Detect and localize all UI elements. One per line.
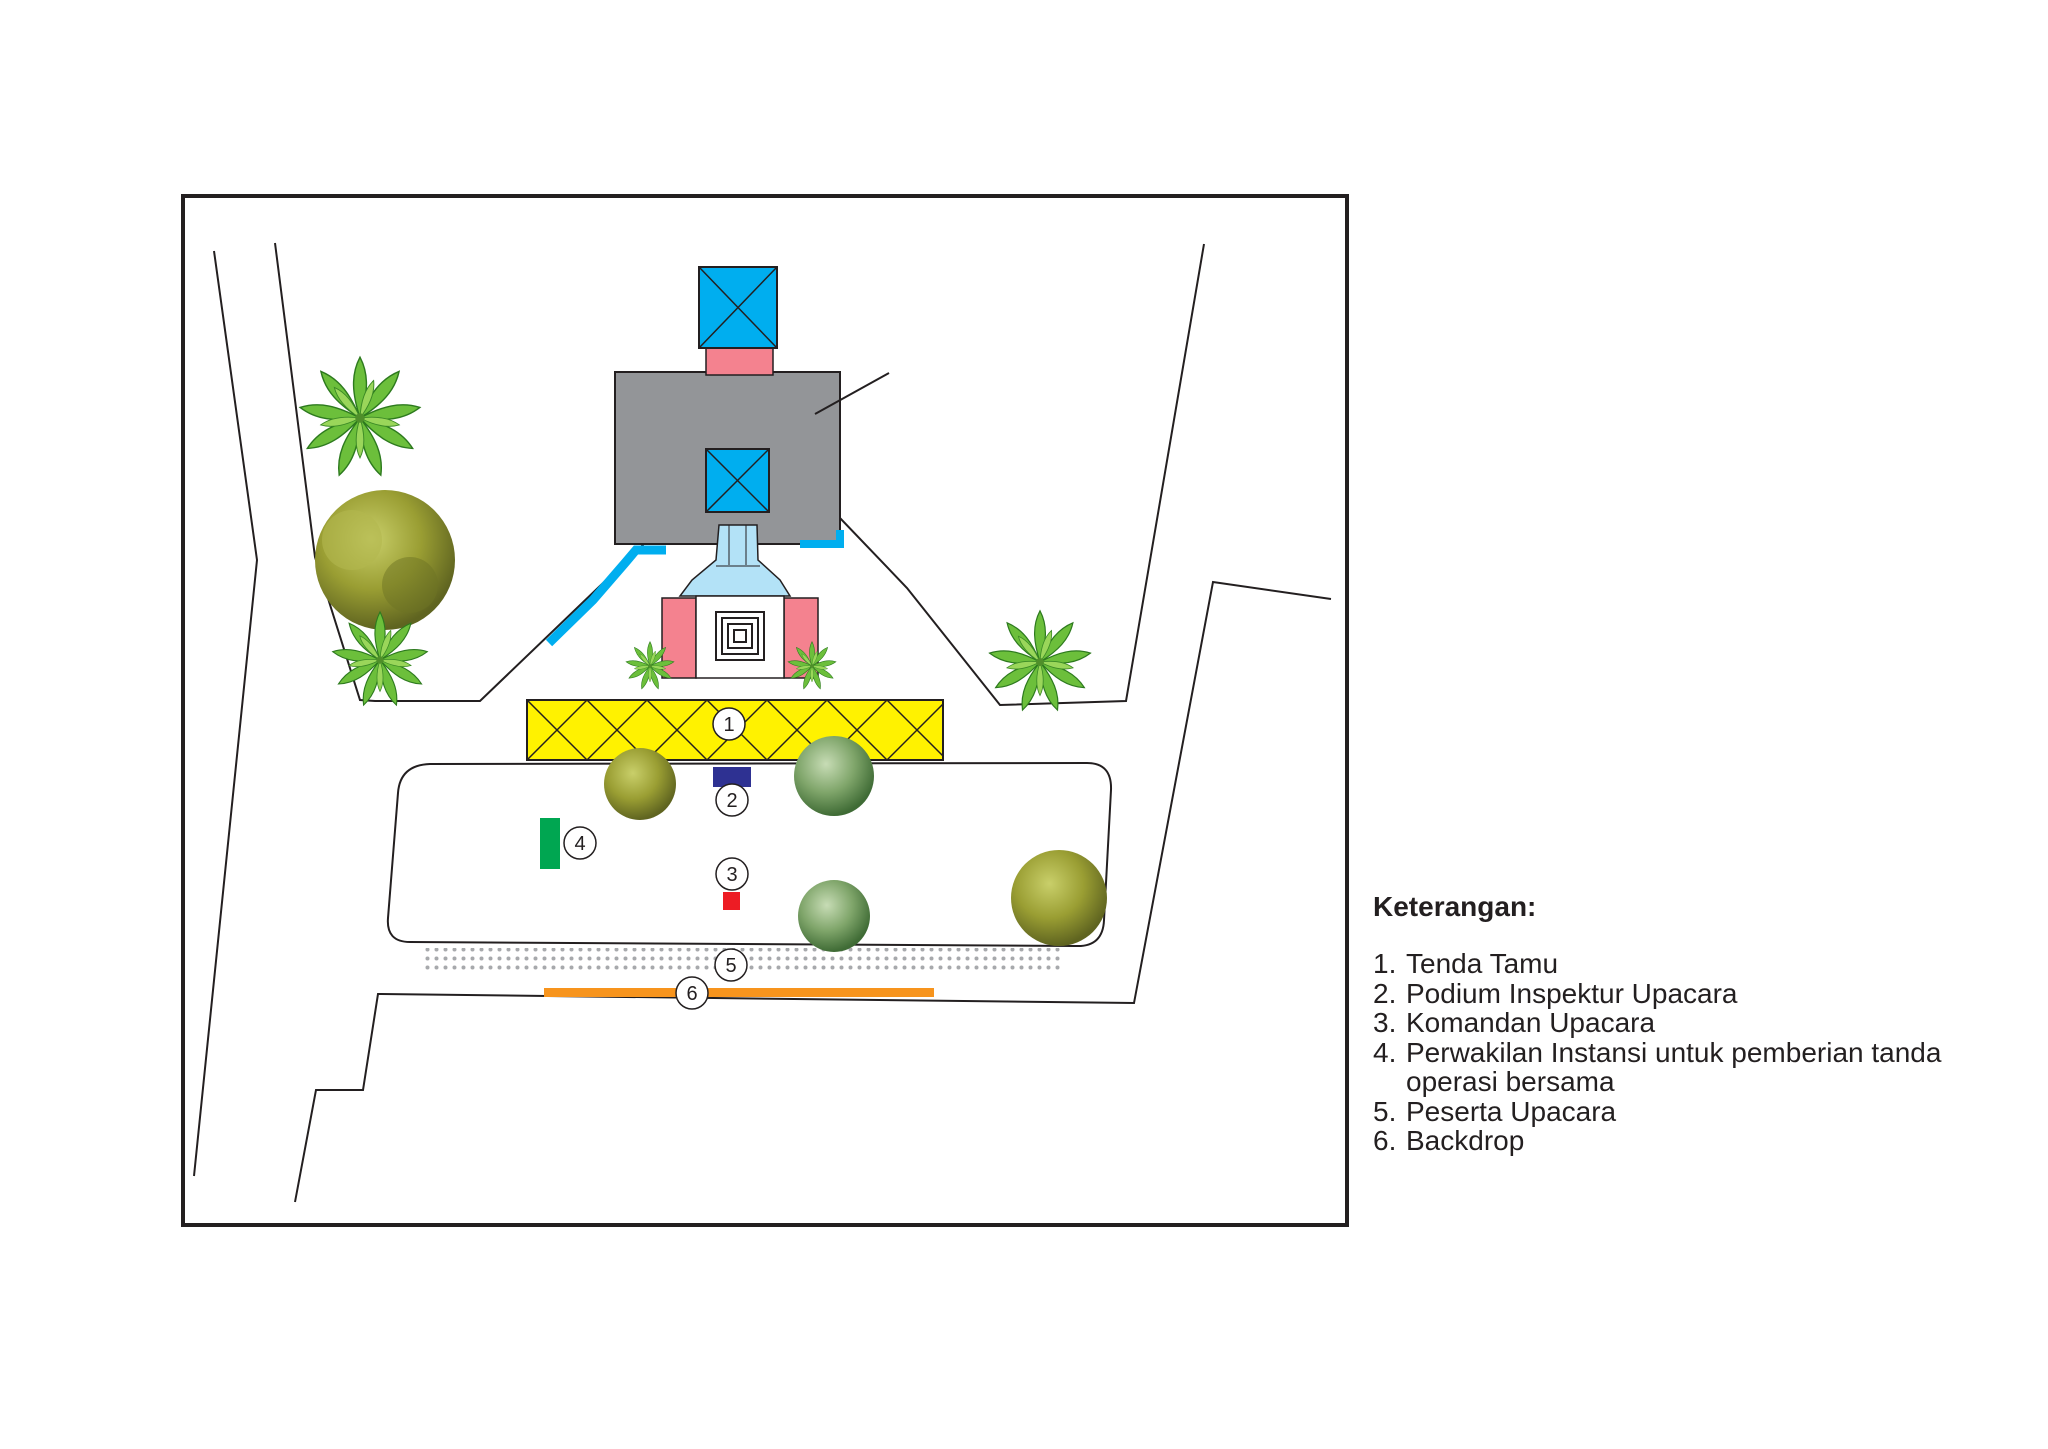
front-steps [678,524,792,597]
legend-item: 3. Komandan Upacara [1373,1008,2033,1038]
legend-item: 4. Perwakilan Instansi untuk pemberian t… [1373,1036,2033,1097]
main-building [614,266,890,597]
legend-item: 5. Peserta Upacara [1373,1095,2033,1127]
legend-item-label: Perwakilan Instansi untuk pemberian tand… [1406,1036,1942,1097]
palm-tree-icon [298,356,422,479]
legend-item-label: Peserta Upacara [1406,1095,1617,1127]
komandan-upacara [723,892,740,910]
marker-3-label: 3 [726,864,737,886]
legend-list: 1. Tenda Tamu 2. Podium Inspektur Upacar… [1373,949,2033,1156]
backdrop [544,988,934,997]
legend-item-number: 6. [1373,1125,1397,1156]
marker-2: 2 [715,783,749,817]
palm-tree-icon [987,609,1093,713]
marker-3: 3 [715,857,749,891]
marker-5: 5 [714,948,748,982]
marker-6-label: 6 [686,983,697,1005]
shrub-icon [1011,850,1107,946]
right-drain [800,530,844,548]
marker-6: 6 [675,976,709,1010]
parade-ground [386,761,1113,948]
rear-pink-block [705,346,774,376]
marker-4-label: 4 [574,833,585,855]
legend-item-number: 1. [1373,948,1397,979]
shrub-icon [794,736,874,816]
legend-item-label: Backdrop [1406,1125,1525,1156]
plan-frame [181,194,1349,1227]
center-roof-block [705,448,770,513]
legend-item: 2. Podium Inspektur Upacara [1373,977,2033,1009]
legend-item: 1. Tenda Tamu [1373,949,2033,979]
legend-item-label: Komandan Upacara [1406,1007,1656,1038]
legend-title: Keterangan: [1373,891,1537,922]
marker-4: 4 [563,826,597,860]
legend-item-number: 5. [1373,1095,1397,1127]
shrub-icon [798,880,870,952]
perwakilan-instansi [540,818,560,869]
marker-5-label: 5 [725,955,736,977]
legend: Keterangan: 1. Tenda Tamu 2. Podium Insp… [1373,891,2033,1156]
monument [661,595,819,679]
rear-roof-block [698,266,778,349]
legend-item-number: 4. [1373,1036,1397,1068]
shrub-icon [604,748,676,820]
legend-item-label: Podium Inspektur Upacara [1406,977,1738,1009]
legend-item: 6. Backdrop [1373,1126,2033,1156]
podium-inspektur [713,767,751,787]
legend-item-label: Tenda Tamu [1406,948,1559,979]
marker-1-label: 1 [723,714,734,736]
marker-2-label: 2 [726,790,737,812]
left-drain [545,545,666,647]
shrub-icon [315,490,455,630]
marker-1: 1 [712,707,746,741]
legend-item-number: 3. [1373,1007,1397,1038]
legend-item-number: 2. [1373,977,1397,1009]
